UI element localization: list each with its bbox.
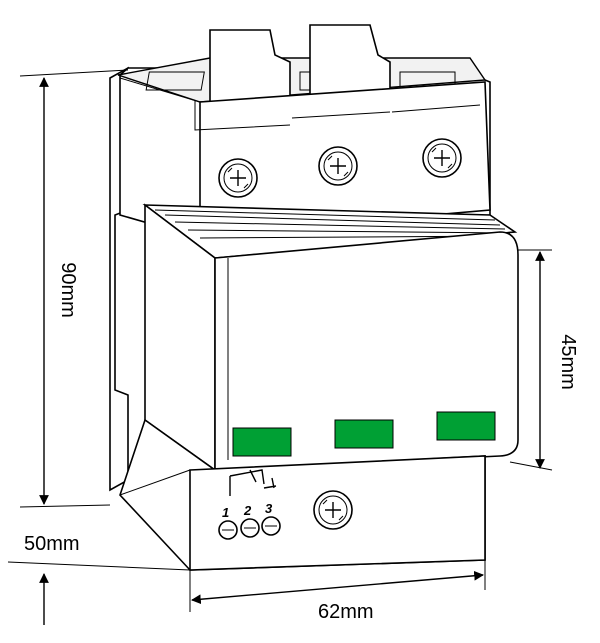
screw-icon <box>218 158 258 198</box>
middle-body <box>142 203 518 472</box>
depth-label: 50mm <box>24 533 80 555</box>
top-screws <box>218 138 462 198</box>
height-label: 90mm <box>57 262 79 318</box>
width-dimension: 62mm <box>189 560 486 623</box>
depth-dimension: 50mm <box>7 533 191 625</box>
bottom-terminal-block: 1 2 3 <box>119 418 486 571</box>
width-label: 62mm <box>318 601 374 623</box>
indicator-1 <box>232 427 292 457</box>
screw-icon <box>422 138 462 178</box>
front-height-label: 45mm <box>557 334 579 390</box>
terminal-label-1: 1 <box>222 505 229 520</box>
terminal-label-3: 3 <box>265 501 273 516</box>
status-indicators <box>232 411 496 457</box>
front-height-dimension: 45mm <box>509 249 579 471</box>
indicator-3 <box>436 411 496 441</box>
screw-icon <box>313 490 353 530</box>
terminal-label-2: 2 <box>243 503 252 518</box>
signal-terminal-icon <box>218 516 281 540</box>
front-module <box>214 231 519 471</box>
height-dimension: 90mm <box>19 69 129 508</box>
screw-icon <box>318 146 358 186</box>
indicator-2 <box>334 419 394 449</box>
